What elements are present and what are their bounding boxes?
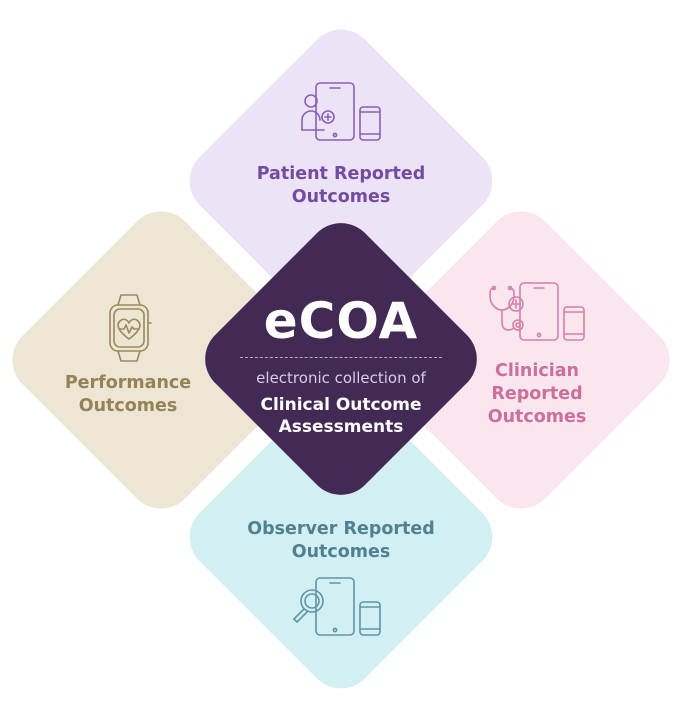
ecoa-subtitle: electronic collection of bbox=[256, 369, 426, 387]
ecoa-center-diamond bbox=[191, 209, 491, 509]
tablet-phone-patient-icon bbox=[301, 82, 381, 141]
observer-label: Observer Reported Outcomes bbox=[247, 519, 435, 562]
clinician-label: Clinician Reported Outcomes bbox=[487, 361, 587, 427]
performance-label: Performance Outcomes bbox=[64, 373, 192, 416]
dashed-divider bbox=[240, 357, 442, 358]
smartwatch-heart-icon bbox=[109, 294, 152, 362]
ecoa-title: eCOA bbox=[263, 292, 419, 350]
magnifier-tablet-icon bbox=[293, 577, 381, 636]
patient-label: Patient Reported Outcomes bbox=[256, 164, 426, 207]
stethoscope-tablet-icon bbox=[489, 282, 585, 341]
ecoa-bold-text: Clinical Outcome Assessments bbox=[260, 395, 422, 437]
